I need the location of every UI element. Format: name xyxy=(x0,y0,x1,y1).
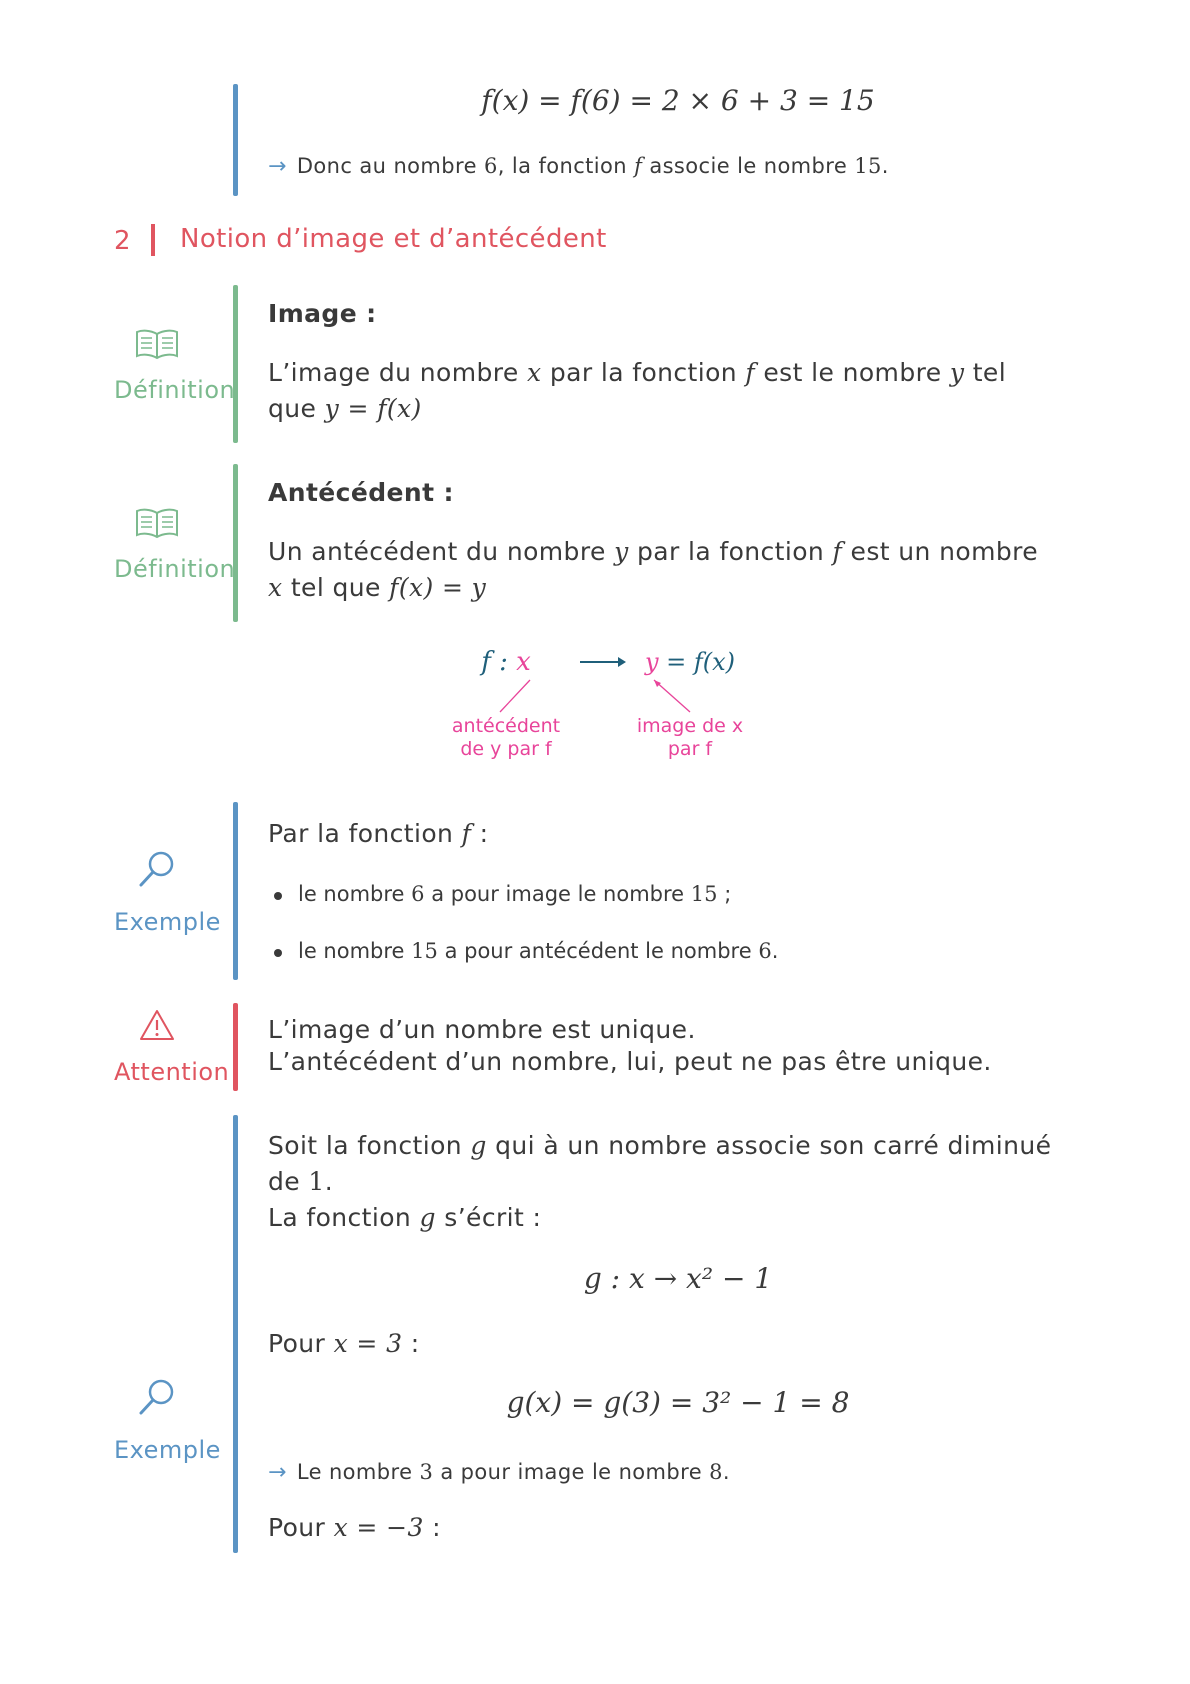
attention-bar xyxy=(233,1003,238,1091)
example2-text: Soit la fonction g qui à un nombre assoc… xyxy=(268,1131,1052,1232)
equation-g-def: g : x → x² − 1 xyxy=(583,1262,773,1295)
pour-x-3: Pour x = 3 : xyxy=(268,1329,420,1358)
diagram-label-left-1: antécédent xyxy=(452,715,560,737)
image-def-text: L’image du nombre x par la fonction f es… xyxy=(268,358,1007,423)
arrow-right-icon: → xyxy=(268,154,287,179)
attention-label: Attention xyxy=(114,1058,230,1086)
example-label: Exemple xyxy=(114,1436,221,1464)
antecedent-def-title: Antécédent : xyxy=(268,478,454,507)
section-title: Notion d’image et d’antécédent xyxy=(180,224,607,254)
magnifier-icon xyxy=(139,1379,174,1415)
diagram-label-right-1: image de x xyxy=(637,715,743,737)
example2-conclusion: →Le nombre 3 a pour image le nombre 8. xyxy=(268,1460,730,1485)
section-divider xyxy=(151,224,155,256)
antecedent-def-text: Un antécédent du nombre y par la fonctio… xyxy=(268,537,1038,602)
equation-g3: g(x) = g(3) = 3² − 1 = 8 xyxy=(506,1386,850,1419)
definition-bar xyxy=(233,285,238,443)
example1-intro: Par la fonction f : xyxy=(268,819,489,848)
example-label: Exemple xyxy=(114,908,221,936)
example-bar xyxy=(233,1115,238,1553)
diagram-left: f : x xyxy=(479,647,531,677)
attention-line-1: L’image d’un nombre est unique. xyxy=(268,1015,696,1044)
book-icon xyxy=(136,508,178,539)
list-item: le nombre 15 a pour antécédent le nombre… xyxy=(268,939,778,996)
definition-label: Définition xyxy=(114,555,236,583)
section-number: 2 xyxy=(114,226,131,256)
example-bar-top xyxy=(233,84,238,196)
magnifier-icon xyxy=(139,851,174,887)
conclusion-line: →Donc au nombre 6, la fonction f associe… xyxy=(268,154,889,179)
diagram-label-left-2: de y par f xyxy=(460,738,553,760)
example1-list: le nombre 6 a pour image le nombre 15 ; … xyxy=(268,882,778,996)
image-antecedent-diagram: f : x y = f(x) antécédent de y par f ima… xyxy=(452,647,743,760)
list-item: le nombre 6 a pour image le nombre 15 ; xyxy=(268,882,778,939)
equation-f6: f(x) = f(6) = 2 × 6 + 3 = 15 xyxy=(481,84,875,117)
pour-x-minus-3: Pour x = −3 : xyxy=(268,1513,441,1542)
arrow-right-icon: → xyxy=(268,1460,287,1485)
book-icon xyxy=(136,329,178,360)
attention-line-2: L’antécédent d’un nombre, lui, peut ne p… xyxy=(268,1047,992,1076)
warning-icon xyxy=(140,1010,174,1040)
diagram-right: y = f(x) xyxy=(644,648,735,676)
definition-label: Définition xyxy=(114,376,236,404)
image-def-title: Image : xyxy=(268,299,377,328)
diagram-label-right-2: par f xyxy=(668,738,714,760)
example-bar xyxy=(233,802,238,980)
definition-bar xyxy=(233,464,238,622)
